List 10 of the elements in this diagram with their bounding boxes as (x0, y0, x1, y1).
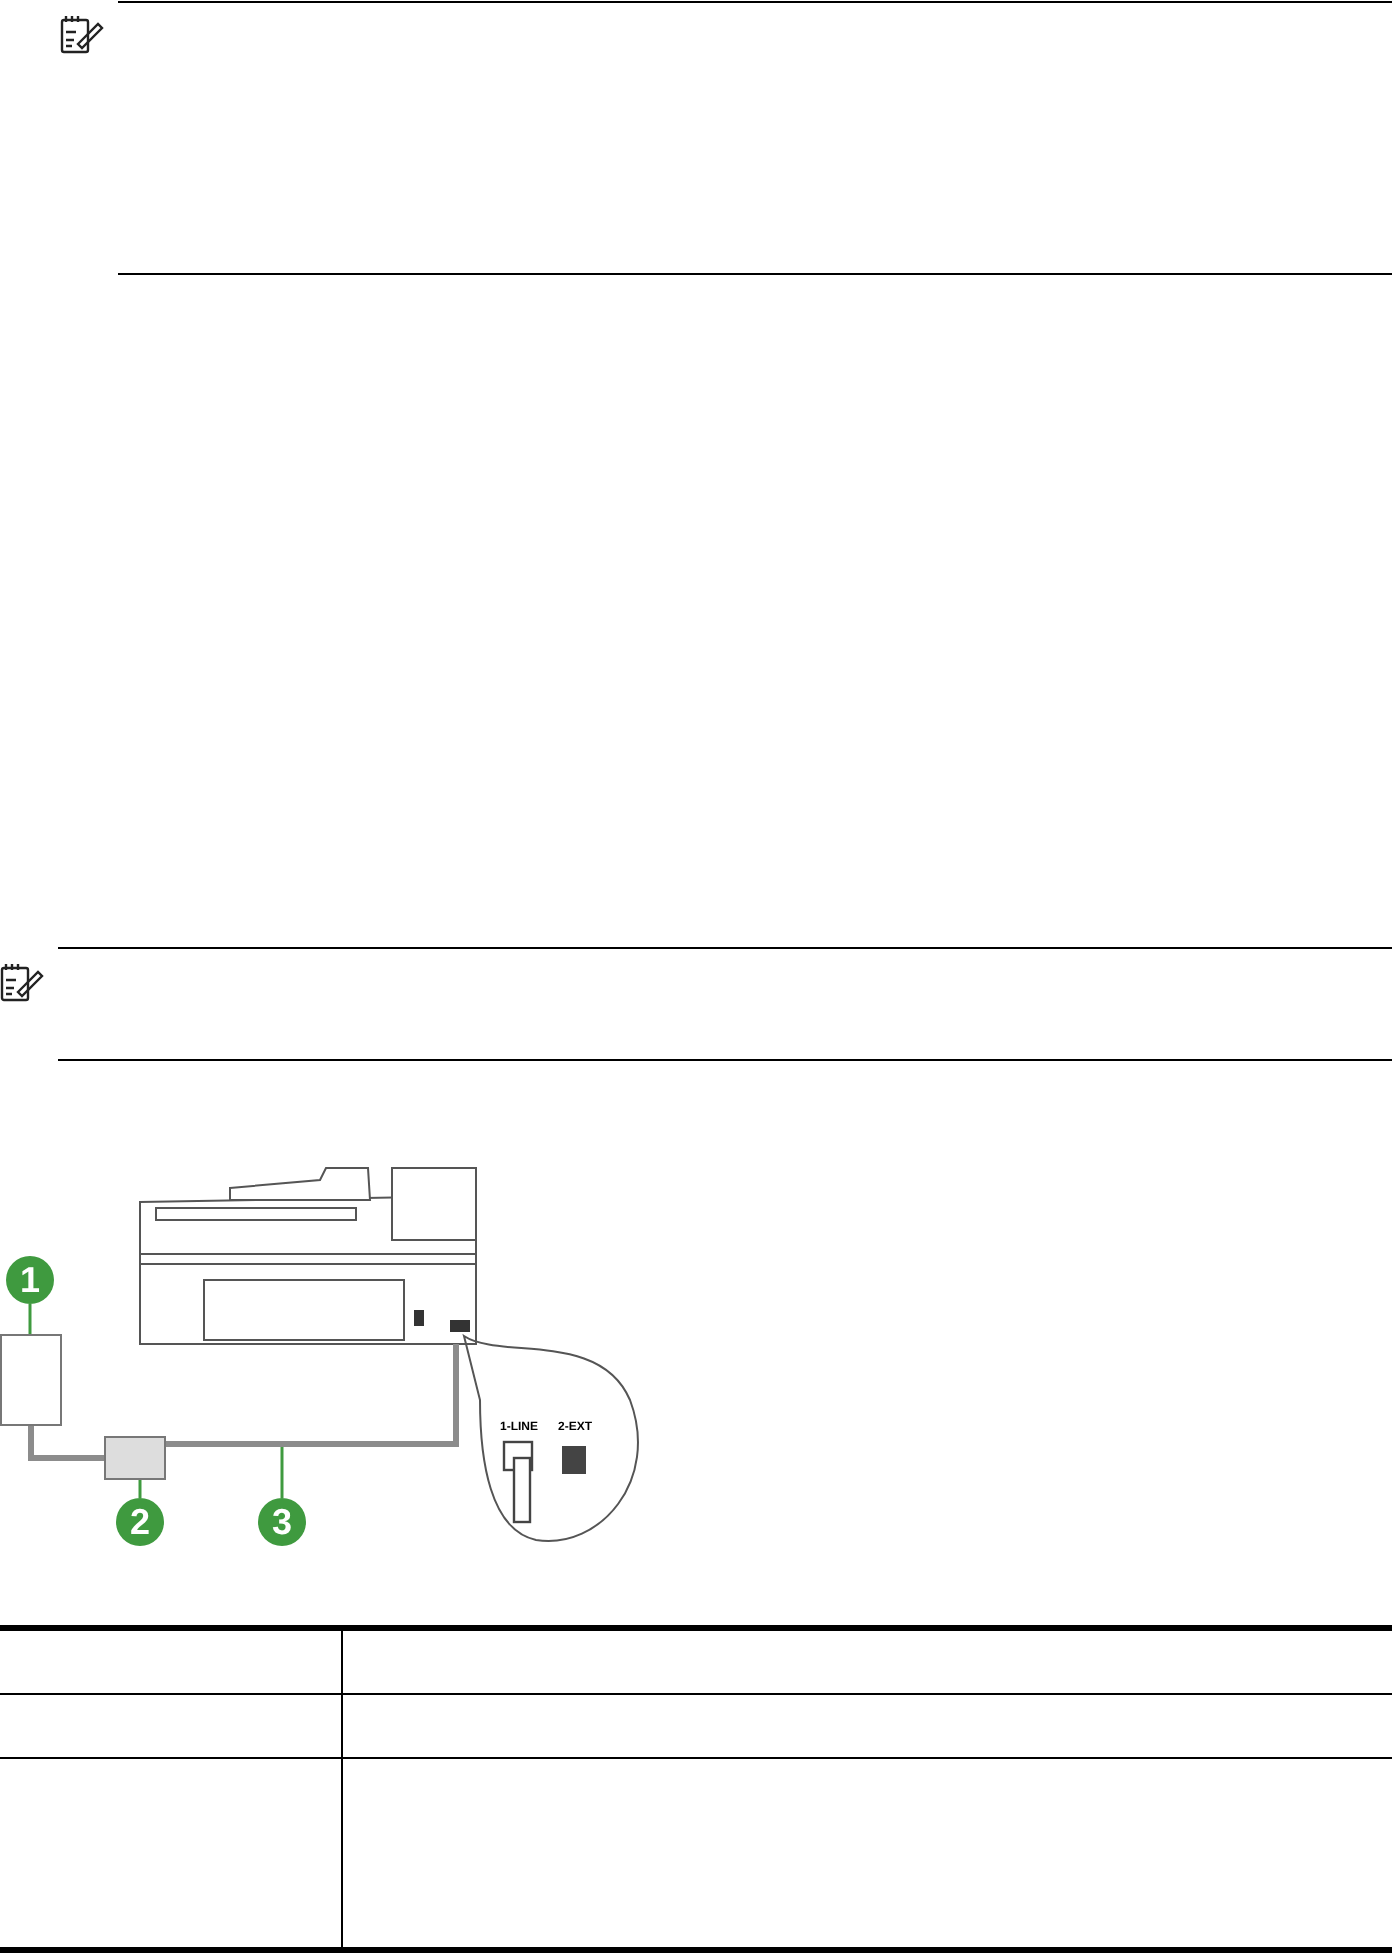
callout-number: 1 (6, 1256, 54, 1304)
leader-line (138, 1480, 142, 1498)
line-splitter (104, 1436, 166, 1480)
callout-number: 3 (258, 1498, 306, 1546)
wall-jack (0, 1334, 62, 1426)
phone-cord (28, 1426, 104, 1461)
phone-cord (166, 1344, 459, 1447)
leader-line (280, 1447, 284, 1498)
callout-number: 2 (116, 1498, 164, 1546)
leader-line (28, 1304, 32, 1334)
